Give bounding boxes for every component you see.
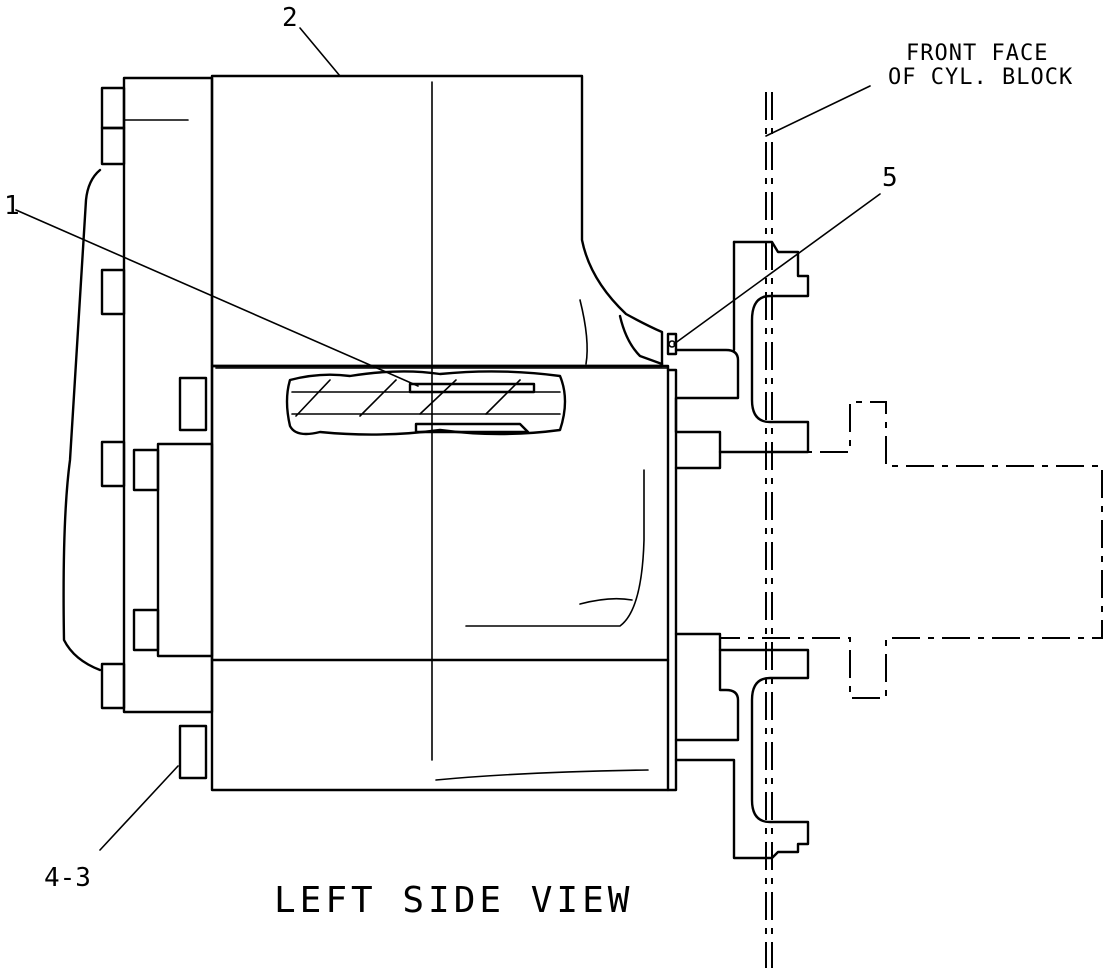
bolt-heads — [100, 86, 208, 780]
callout-2: 2 — [282, 3, 298, 33]
callout-1: 1 — [4, 191, 20, 221]
end-cover — [62, 76, 214, 714]
view-title: LEFT SIDE VIEW — [274, 880, 633, 921]
callout-5: 5 — [882, 163, 898, 193]
front-face-line — [765, 92, 773, 968]
mounting-flange — [674, 240, 810, 860]
front-face-note-line1: FRONT FACE — [906, 41, 1048, 66]
callout-4-3: 4-3 — [44, 863, 91, 893]
gear-cutaway — [285, 370, 567, 436]
seal-ring — [618, 314, 678, 366]
leader-lines — [15, 27, 881, 851]
crankshaft-phantom — [720, 401, 1103, 699]
front-face-note-line2: OF CYL. BLOCK — [888, 65, 1073, 90]
